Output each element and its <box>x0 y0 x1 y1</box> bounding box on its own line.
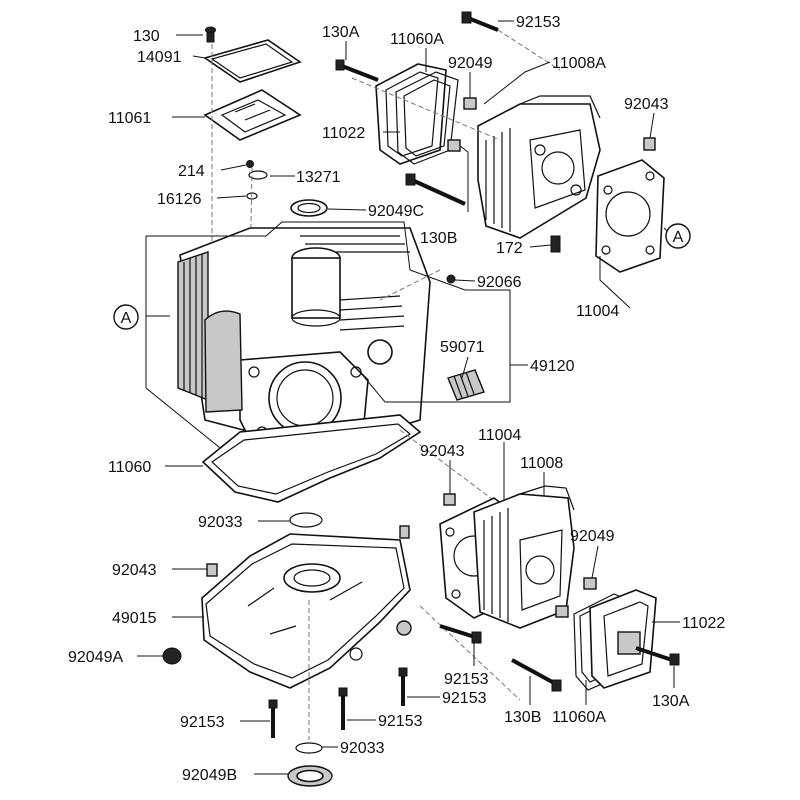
reference-a-right: A <box>665 223 691 249</box>
label-11004-mid: 11004 <box>478 427 521 444</box>
leader-lines <box>137 20 680 775</box>
label-11060A-bottom: 11060A <box>552 709 606 726</box>
label-16126: 16126 <box>157 191 202 208</box>
label-11008: 11008 <box>520 455 563 472</box>
pin-92043-mid <box>443 493 456 506</box>
bolt-130B-top <box>405 173 466 206</box>
label-11008A: 11008A <box>552 55 606 72</box>
breather-plate-11061 <box>203 89 302 141</box>
bolt-130A-bottom <box>635 646 680 666</box>
crankcase-cover-49015 <box>201 525 412 689</box>
part-labels: 130 14091 11061 214 13271 16126 92049C 1… <box>68 14 725 784</box>
label-130A-bottom: 130A <box>652 693 690 710</box>
gasket-11004-top <box>595 159 665 273</box>
o-ring-92033-top <box>289 512 323 528</box>
label-11061: 11061 <box>108 110 151 127</box>
ref-label-right: A <box>673 229 684 246</box>
label-92049C: 92049C <box>368 203 424 220</box>
label-130A-top: 130A <box>322 24 360 41</box>
bolt-92153-b2 <box>398 667 408 706</box>
label-92049-top: 92049 <box>448 55 493 72</box>
label-49120: 49120 <box>530 358 575 375</box>
label-11060A-top: 11060A <box>390 31 444 48</box>
label-11022-bottom: 11022 <box>682 615 725 632</box>
nut-92049-mid <box>555 577 597 618</box>
label-92043-top: 92043 <box>624 96 669 113</box>
screw-214 <box>246 160 254 168</box>
label-92043-mid: 92043 <box>420 443 465 460</box>
label-59071: 59071 <box>440 339 485 356</box>
cover-11022-bottom <box>589 589 657 689</box>
label-92153-b2: 92153 <box>442 690 487 707</box>
label-130B-top: 130B <box>420 230 457 247</box>
gasket-14091 <box>203 39 302 83</box>
stud-172 <box>550 235 561 253</box>
cylinder-head-11008 <box>473 485 575 629</box>
seal-92049B <box>287 765 333 787</box>
bolt-92153-b4 <box>338 687 348 730</box>
label-92033-a: 92033 <box>198 514 243 531</box>
label-11004-top: 11004 <box>576 303 619 320</box>
label-92033-b: 92033 <box>340 740 385 757</box>
seal-92049A <box>162 647 182 665</box>
sleeve-59071 <box>447 369 485 401</box>
ref-label-left: A <box>121 310 132 327</box>
label-13271: 13271 <box>296 169 341 186</box>
label-92153-b4: 92153 <box>378 713 423 730</box>
gasket-11060 <box>201 414 422 503</box>
pin-92043-left <box>206 563 218 577</box>
label-172: 172 <box>496 240 523 257</box>
label-92049B: 92049B <box>182 767 237 784</box>
label-92066: 92066 <box>477 274 522 291</box>
label-92043-left: 92043 <box>112 562 157 579</box>
plug-92066 <box>446 274 456 284</box>
label-92153-b1: 92153 <box>444 671 489 688</box>
screw-130 <box>205 26 216 43</box>
label-14091: 14091 <box>137 49 182 66</box>
label-92153-b3: 92153 <box>180 714 225 731</box>
label-49015: 49015 <box>112 610 157 627</box>
label-92049A: 92049A <box>68 649 123 666</box>
pin-92043-top <box>643 137 656 151</box>
label-11060: 11060 <box>108 459 151 476</box>
label-92049-mid: 92049 <box>570 528 615 545</box>
label-130B-bottom: 130B <box>504 709 541 726</box>
clip-13271 <box>248 170 268 180</box>
o-ring-92033-bottom <box>295 742 323 754</box>
cylinder-block-49120 <box>177 227 431 451</box>
bolt-130A-top <box>335 59 379 82</box>
bolt-92153-top <box>461 11 499 32</box>
label-130: 130 <box>133 28 160 45</box>
cylinder-head-11008A <box>477 95 601 239</box>
bolt-92153-bottom-right <box>439 624 482 644</box>
label-11022-top: 11022 <box>322 125 365 142</box>
cover-11022-top <box>375 63 447 165</box>
bolt-92153-b3 <box>268 699 278 738</box>
bolt-130B-bottom <box>511 658 562 692</box>
label-214: 214 <box>178 163 205 180</box>
reference-a-left: A <box>113 304 139 330</box>
seal-92049C <box>290 199 328 217</box>
label-92153-top: 92153 <box>516 14 561 31</box>
nut-92049-top <box>447 97 477 152</box>
